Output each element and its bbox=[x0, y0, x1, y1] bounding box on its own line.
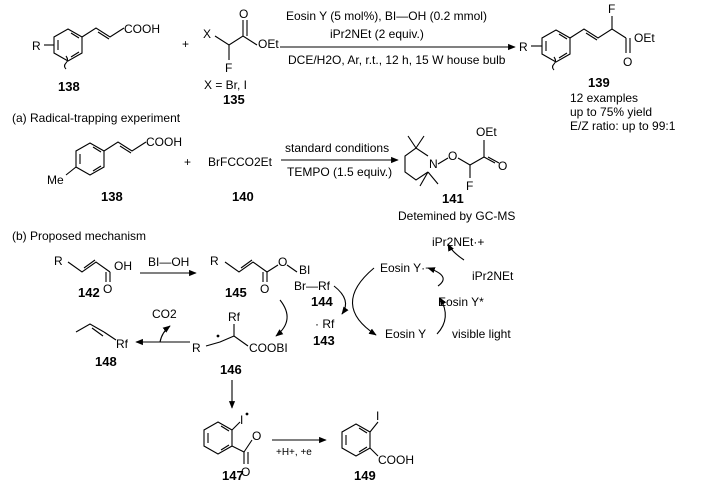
eosin-excited: Eosin Y* bbox=[438, 295, 484, 309]
compound-label-148: 148 bbox=[95, 354, 117, 369]
s146-coobi: COOBI bbox=[249, 341, 288, 355]
amine-radical-cation: iPr2NEt·+ bbox=[432, 235, 484, 249]
reagent-oet: OEt bbox=[258, 37, 279, 51]
compound-145: R O BI O 145 bbox=[210, 254, 310, 300]
adduct-o: O bbox=[448, 149, 457, 163]
compound-label-138-trap: 138 bbox=[101, 189, 123, 204]
compound-141: N O OEt F O 141 bbox=[404, 125, 507, 206]
compound-label-149: 149 bbox=[354, 468, 376, 483]
compound-label-141: 141 bbox=[442, 191, 464, 206]
eosin-ground: Eosin Y bbox=[385, 327, 426, 341]
trap-condition-bottom: TEMPO (1.5 equiv.) bbox=[287, 165, 392, 179]
s142-oh: OH bbox=[114, 259, 132, 273]
compound-149: I COOH 149 bbox=[341, 409, 414, 483]
compound-label-135: 135 bbox=[223, 92, 245, 107]
compound-label-144: 144 bbox=[311, 294, 333, 309]
visible-light: visible light bbox=[452, 327, 511, 341]
s142-r: R bbox=[54, 254, 63, 268]
s145-r: R bbox=[210, 254, 219, 268]
arrow-co2-release bbox=[159, 325, 171, 343]
arrow-145-to-146 bbox=[275, 299, 288, 337]
compound-142: R OH O 142 bbox=[54, 254, 132, 300]
compound-146: R Rf COOBI 146 bbox=[192, 310, 288, 377]
section-b-heading: (b) Proposed mechanism bbox=[12, 229, 146, 243]
adduct-oet: OEt bbox=[476, 125, 497, 139]
s147-carbonyl-o: O bbox=[241, 465, 250, 479]
acid-group-label: COOH bbox=[124, 22, 160, 36]
s146-r: R bbox=[192, 341, 201, 355]
arrow-144-to-radical bbox=[333, 285, 349, 315]
summary-line-3: E/Z ratio: up to 99:1 bbox=[570, 119, 676, 133]
s149-cooh: COOH bbox=[378, 453, 414, 467]
s147-i: I bbox=[240, 413, 243, 427]
amine: iPr2NEt bbox=[472, 269, 514, 283]
product-139: F O OEt R 139 bbox=[519, 2, 655, 90]
adduct-n: N bbox=[429, 157, 438, 171]
condition-line-3: DCE/H2O, Ar, r.t., 12 h, 15 W house bulb bbox=[288, 53, 506, 67]
co2-label: CO2 bbox=[152, 307, 177, 321]
s149-i: I bbox=[376, 409, 379, 423]
s144-formula: Br—Rf bbox=[294, 279, 331, 293]
compound-147: I O O 147 bbox=[203, 412, 261, 483]
reagent-note: X = Br, I bbox=[204, 78, 247, 92]
compound-148: Rf 148 bbox=[75, 323, 129, 369]
arrow-ground-to-excited bbox=[436, 297, 447, 335]
reagent-bioh: BI—OH bbox=[148, 255, 189, 269]
trap-acid-label: COOH bbox=[146, 135, 182, 149]
compound-label-146: 146 bbox=[220, 362, 242, 377]
s145-o: O bbox=[278, 255, 287, 269]
condition-line-1: Eosin Y (5 mol%), BI—OH (0.2 mmol) bbox=[286, 9, 487, 23]
arrow-amine-to-radical-cation bbox=[447, 243, 465, 261]
compound-135: X F O OEt X = Br, I 135 bbox=[203, 7, 279, 107]
section-a-heading: (a) Radical-trapping experiment bbox=[12, 111, 181, 125]
s148-rf: Rf bbox=[116, 337, 129, 351]
arrow-excited-to-anion bbox=[427, 267, 444, 287]
trap-reagent: BrFCCO2Et bbox=[208, 155, 273, 169]
product-f: F bbox=[608, 2, 615, 16]
reagent-x: X bbox=[203, 27, 211, 41]
plus-sign: + bbox=[182, 37, 189, 51]
trap-me-label: Me bbox=[47, 173, 64, 187]
s142-o: O bbox=[103, 282, 112, 296]
compound-label-145: 145 bbox=[225, 285, 247, 300]
reagent-o: O bbox=[239, 7, 248, 21]
adduct-carbonyl-o: O bbox=[498, 159, 507, 173]
compound-label-143: 143 bbox=[313, 333, 335, 348]
summary-line-1: 12 examples bbox=[570, 91, 638, 105]
product-r: R bbox=[519, 40, 528, 54]
step-hplus-label: +H+, +e bbox=[276, 447, 312, 458]
product-oet: OEt bbox=[634, 31, 655, 45]
s146-rf: Rf bbox=[228, 310, 241, 324]
s147-o: O bbox=[252, 429, 261, 443]
compound-label-138: 138 bbox=[58, 79, 80, 94]
compound-label-142: 142 bbox=[78, 285, 100, 300]
compound-138-top: COOH R 138 bbox=[32, 22, 160, 94]
compound-label-139: 139 bbox=[588, 75, 610, 90]
trap-condition-top: standard conditions bbox=[285, 141, 389, 155]
s145-carbonyl-o: O bbox=[260, 282, 269, 296]
rf-radical: · Rf bbox=[315, 317, 335, 331]
condition-line-2: iPr2NEt (2 equiv.) bbox=[330, 27, 424, 41]
arrow-eosin-anion-to-ground bbox=[351, 267, 377, 336]
summary-line-2: up to 75% yield bbox=[570, 105, 652, 119]
trap-plus: + bbox=[184, 155, 191, 169]
compound-138-trap: COOH Me 138 bbox=[47, 135, 182, 204]
r-group-label: R bbox=[32, 39, 41, 53]
compound-label-147: 147 bbox=[222, 468, 244, 483]
reagent-f: F bbox=[225, 61, 232, 75]
adduct-f: F bbox=[466, 179, 473, 193]
product-o: O bbox=[623, 55, 632, 69]
s145-bi: BI bbox=[299, 263, 310, 277]
trap-note: Detemined by GC-MS bbox=[398, 209, 515, 223]
eosin-anion: Eosin Y·− bbox=[380, 261, 432, 275]
compound-label-140: 140 bbox=[232, 189, 254, 204]
